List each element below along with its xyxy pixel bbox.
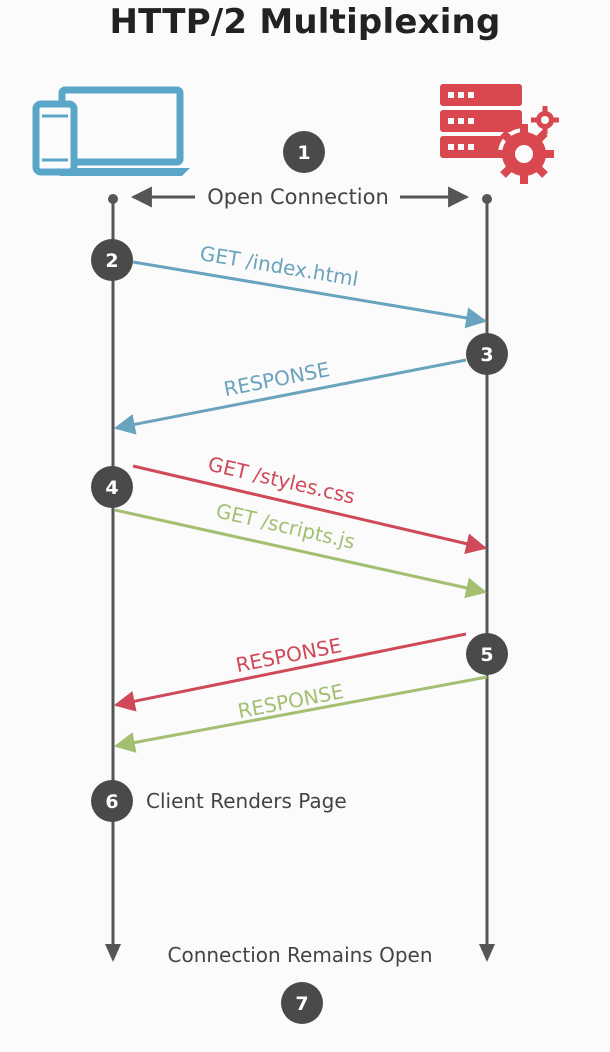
server-timeline-end-arrow	[479, 944, 495, 962]
step-7: 7	[281, 982, 323, 1024]
diagram-title: HTTP/2 Multiplexing	[109, 2, 501, 42]
laptop-phone-icon	[32, 86, 190, 176]
step-2-number: 2	[105, 250, 118, 272]
step-6-number: 6	[105, 791, 118, 813]
step-1-number: 1	[297, 142, 310, 164]
step-5: 5	[466, 633, 508, 675]
response-index-arrow	[113, 358, 467, 435]
server-gear-icon	[440, 84, 559, 184]
step-3-number: 3	[480, 344, 493, 366]
response-styles-arrow	[113, 632, 467, 712]
step-7-number: 7	[295, 993, 308, 1015]
step-2: 2	[91, 239, 133, 281]
response-scripts-label: RESPONSE	[236, 679, 346, 723]
server-timeline-start	[482, 194, 492, 204]
open-connection-label: Open Connection	[207, 185, 389, 209]
get-index-arrow	[132, 260, 488, 329]
get-scripts-arrow	[114, 508, 488, 599]
step-6: 6	[91, 780, 133, 822]
client-renders-label: Client Renders Page	[146, 789, 347, 813]
step-4: 4	[91, 466, 133, 508]
response-scripts-arrow	[113, 675, 488, 753]
get-styles-arrow	[132, 464, 488, 554]
connection-open-label: Connection Remains Open	[168, 943, 433, 967]
response-index-label: RESPONSE	[222, 357, 332, 401]
get-index-label: GET /index.html	[198, 241, 360, 291]
get-scripts-label: GET /scripts.js	[214, 499, 358, 554]
client-timeline-end-arrow	[105, 944, 121, 962]
step-4-number: 4	[105, 477, 118, 499]
step-5-number: 5	[480, 644, 493, 666]
step-3: 3	[466, 333, 508, 375]
step-1: 1	[283, 131, 325, 173]
client-timeline-start	[108, 194, 118, 204]
